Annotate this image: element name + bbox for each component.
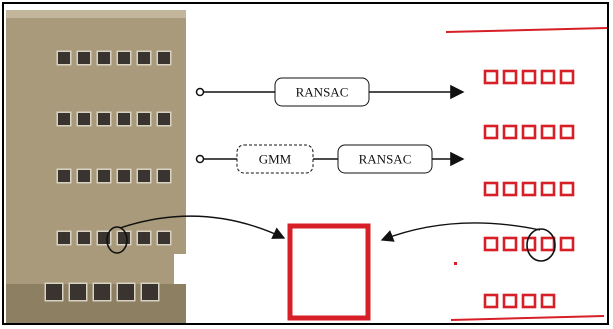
detected-window	[502, 293, 518, 309]
pipeline-diagram: RANSAC GMM RANSAC	[6, 10, 607, 323]
detected-window	[540, 236, 556, 252]
detected-window	[540, 293, 556, 309]
detected-baseline	[450, 315, 605, 321]
detected-window	[540, 124, 556, 140]
detected-window	[521, 69, 537, 85]
pipeline-row-2: GMM RANSAC	[195, 144, 465, 174]
detected-window	[559, 69, 575, 85]
facade-window	[70, 284, 86, 300]
detected-window	[540, 181, 556, 197]
detected-window	[502, 124, 518, 140]
detected-window	[483, 236, 499, 252]
detected-window	[483, 124, 499, 140]
facade-cornice	[6, 10, 186, 18]
ransac-step-label: RANSAC	[296, 85, 349, 100]
facade-window	[94, 284, 110, 300]
facade-window	[58, 232, 70, 244]
pipeline-row-1-start	[195, 87, 205, 97]
facade-window	[78, 170, 90, 182]
detected-window	[483, 69, 499, 85]
detected-window	[559, 181, 575, 197]
detected-window	[502, 236, 518, 252]
detected-window	[502, 69, 518, 85]
facade-window	[78, 113, 90, 125]
pipeline-row-1: RANSAC	[195, 77, 465, 107]
facade-window	[58, 113, 70, 125]
diagram-frame: RANSAC GMM RANSAC	[2, 2, 609, 325]
pipeline-row-2-start	[195, 154, 205, 164]
facade-window	[158, 170, 170, 182]
detected-windows-output	[445, 27, 607, 321]
facade-window	[58, 170, 70, 182]
facade-window	[158, 113, 170, 125]
facade-window	[98, 170, 110, 182]
detected-window	[559, 236, 575, 252]
detected-roofline	[445, 27, 607, 33]
gmm-step-label: GMM	[259, 152, 292, 167]
gmm-step-box	[236, 144, 314, 174]
facade-window	[158, 232, 170, 244]
detected-window	[483, 293, 499, 309]
facade-window	[138, 52, 150, 64]
facade-window	[118, 170, 130, 182]
zoomed-window-detection	[287, 223, 371, 321]
facade-window	[142, 284, 158, 300]
facade-window	[158, 52, 170, 64]
facade-window	[78, 52, 90, 64]
detected-window	[521, 124, 537, 140]
detected-window	[521, 293, 537, 309]
facade-wall	[6, 10, 186, 322]
facade-window	[138, 113, 150, 125]
facade-to-zoom-arrow	[119, 215, 286, 239]
facade-window	[118, 52, 130, 64]
facade-window-highlight	[106, 226, 128, 254]
detection-noise-point	[454, 262, 457, 265]
facade-window	[138, 170, 150, 182]
detected-window	[559, 124, 575, 140]
detected-window	[502, 181, 518, 197]
facade-window	[118, 284, 134, 300]
facade-window	[138, 232, 150, 244]
detected-window	[483, 181, 499, 197]
facade-point-cloud	[6, 10, 188, 323]
facade-window	[78, 232, 90, 244]
facade-windows	[44, 50, 172, 302]
facade-window	[118, 113, 130, 125]
detected-window	[521, 181, 537, 197]
facade-window	[118, 232, 130, 244]
detected-window	[540, 69, 556, 85]
facade-window	[58, 52, 70, 64]
detected-window	[521, 236, 537, 252]
detection-to-zoom-arrow	[380, 222, 541, 242]
detected-windows	[483, 69, 575, 309]
ransac-step-2-label: RANSAC	[359, 152, 412, 167]
facade-window	[98, 52, 110, 64]
facade-window	[98, 113, 110, 125]
detected-window-highlight	[526, 228, 556, 262]
facade-window	[46, 284, 62, 300]
